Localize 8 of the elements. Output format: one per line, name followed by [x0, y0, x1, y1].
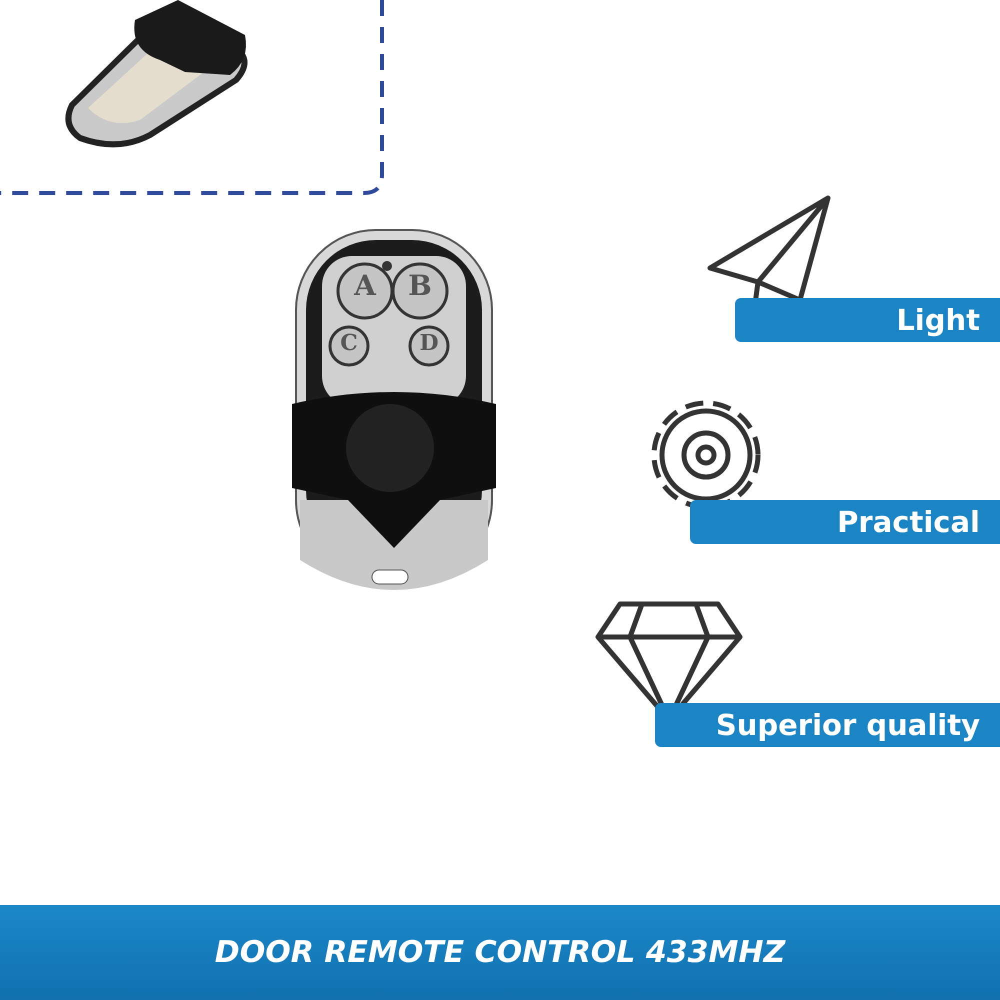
button-letter: A [352, 272, 378, 300]
button-letter: C [339, 332, 359, 354]
feature-banner: Practical [690, 500, 1000, 544]
feature-banner: Superior quality [655, 703, 1000, 747]
feature-banner: Light [735, 298, 1000, 342]
button-letter: B [407, 272, 433, 300]
caption-banner: DOOR REMOTE CONTROL 433MHZ [0, 905, 1000, 1000]
button-letter: D [418, 332, 440, 354]
